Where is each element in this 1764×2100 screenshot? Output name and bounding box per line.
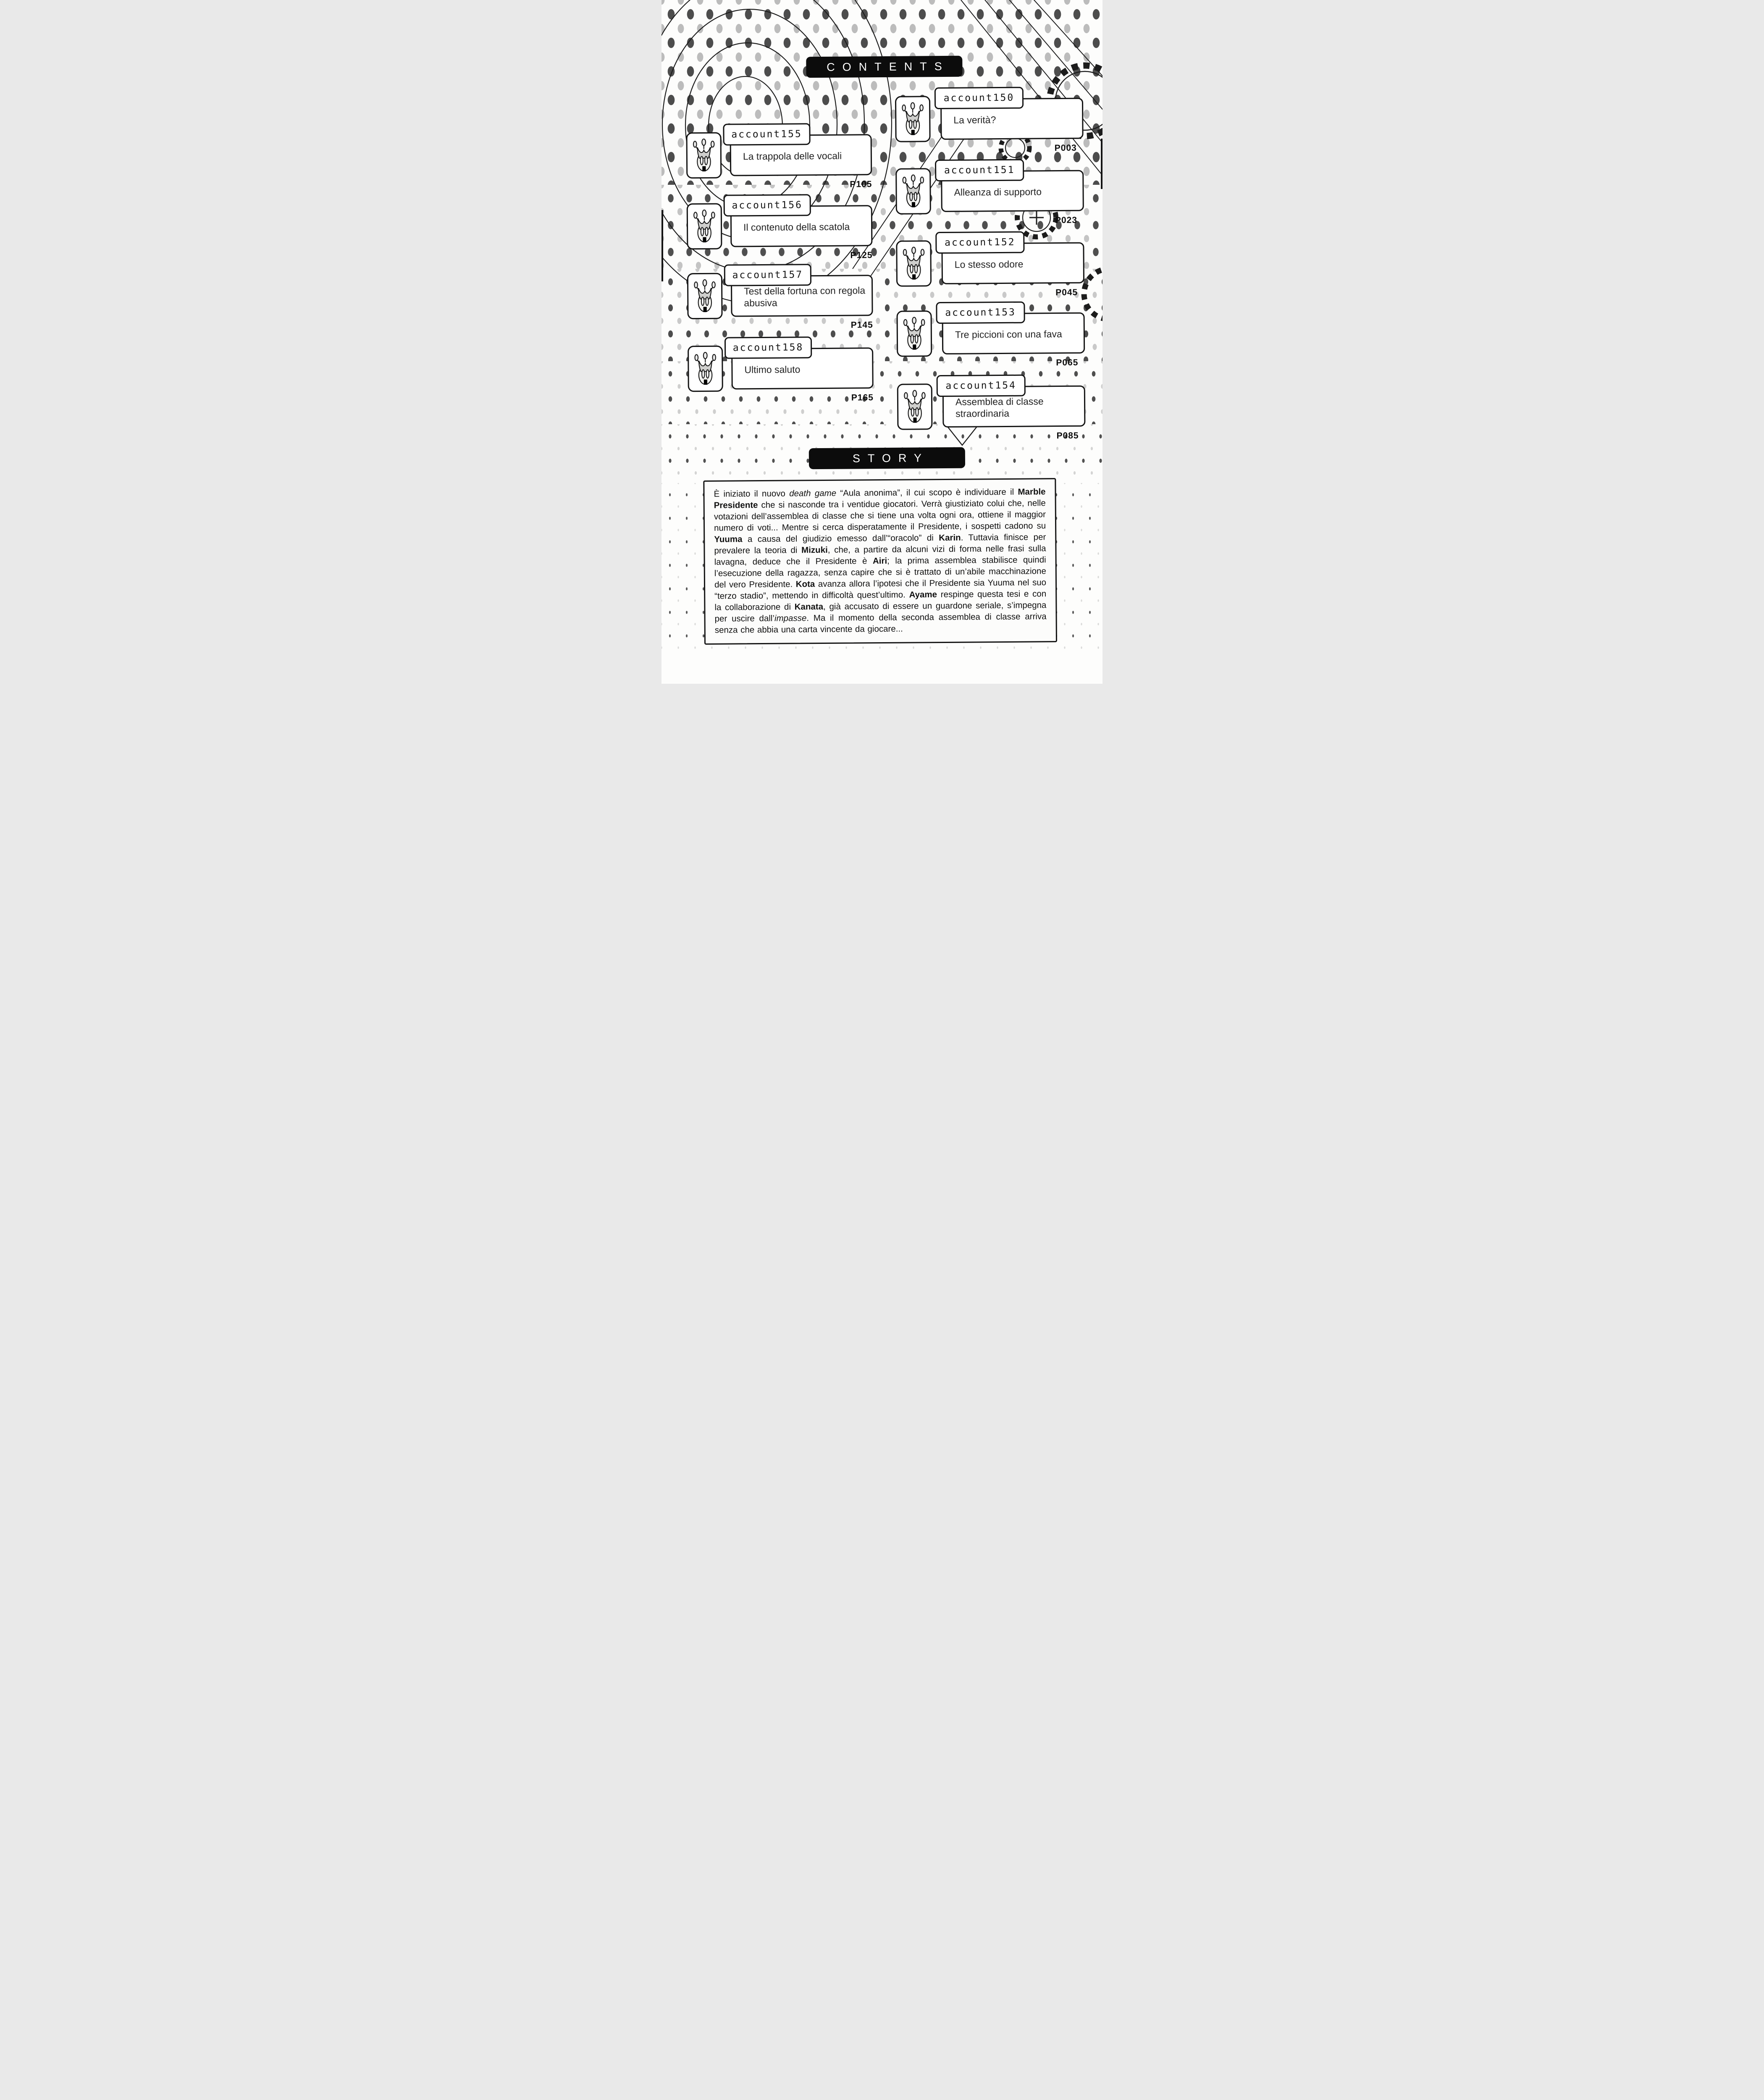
chapter-label: account150 [934, 87, 1024, 110]
chapter-label: account153 [936, 301, 1025, 324]
chapter-entry: account150 La verità? P003 [895, 87, 1087, 155]
marble-crown-icon [901, 247, 926, 280]
chapter-icon-box [687, 273, 723, 320]
chapter-page-number: P023 [1055, 215, 1078, 226]
chapter-icon-box [895, 168, 931, 215]
chapter-label: account152 [935, 231, 1025, 254]
chapter-entry: account155 La trappola delle vocali P105 [686, 123, 875, 191]
story-header: STORY [808, 447, 966, 470]
chapter-icon-box [686, 203, 722, 250]
chapter-page-number: P003 [1054, 143, 1077, 153]
marble-crown-icon [902, 317, 927, 350]
chapter-entry: account154 Assemblea di classe straordin… [897, 374, 1089, 443]
chapter-page-number: P085 [1056, 430, 1079, 441]
story-synopsis: È iniziato il nuovo death game “Aula ano… [703, 478, 1058, 645]
chapter-label: account154 [936, 374, 1026, 397]
chapter-label: account155 [723, 123, 811, 146]
chapter-entry: account157 Test della fortuna con regola… [687, 263, 877, 332]
chapter-page-number: P105 [850, 179, 872, 189]
chapter-icon-box [688, 345, 723, 392]
marble-crown-icon [693, 352, 718, 386]
chapter-label: account151 [934, 159, 1024, 182]
chapter-entry: account158 Ultimo saluto P165 [688, 336, 877, 404]
marble-crown-icon [692, 139, 717, 172]
chapter-label: account158 [724, 336, 812, 359]
scan-edge-mark [662, 210, 663, 281]
contents-header: CONTENTS [806, 55, 963, 78]
chapter-entry: account152 Lo stesso odore P045 [896, 231, 1088, 299]
scan-edge-mark [1101, 139, 1102, 189]
marble-crown-icon [901, 174, 926, 208]
chapter-label: account157 [724, 264, 812, 286]
chapter-page-number: P125 [850, 250, 873, 260]
chapter-label: account156 [723, 194, 811, 217]
chapter-page-number: P065 [1056, 357, 1079, 368]
marble-crown-icon [900, 102, 925, 136]
chapter-page-number: P045 [1055, 287, 1078, 298]
chapter-entry: account156 Il contenuto della scatola P1… [686, 194, 876, 262]
chapter-page-number: P145 [850, 320, 873, 330]
chapter-icon-box [895, 96, 931, 142]
chapter-entry: account151 Alleanza di supporto P023 [895, 159, 1087, 227]
chapter-icon-box [896, 240, 932, 287]
marble-crown-icon [692, 210, 717, 243]
chapter-icon-box [896, 310, 932, 357]
marble-crown-icon [693, 279, 717, 313]
chapter-entry: account153 Tre piccioni con una fava P06… [896, 301, 1088, 370]
marble-crown-icon [903, 390, 927, 423]
manga-contents-page: CONTENTS account150 La verità? P003 acco… [662, 0, 1102, 684]
chapter-icon-box [686, 132, 722, 179]
sheet: CONTENTS account150 La verità? P003 acco… [662, 0, 1102, 684]
chapter-icon-box [897, 383, 933, 430]
chapter-page-number: P165 [851, 393, 874, 403]
